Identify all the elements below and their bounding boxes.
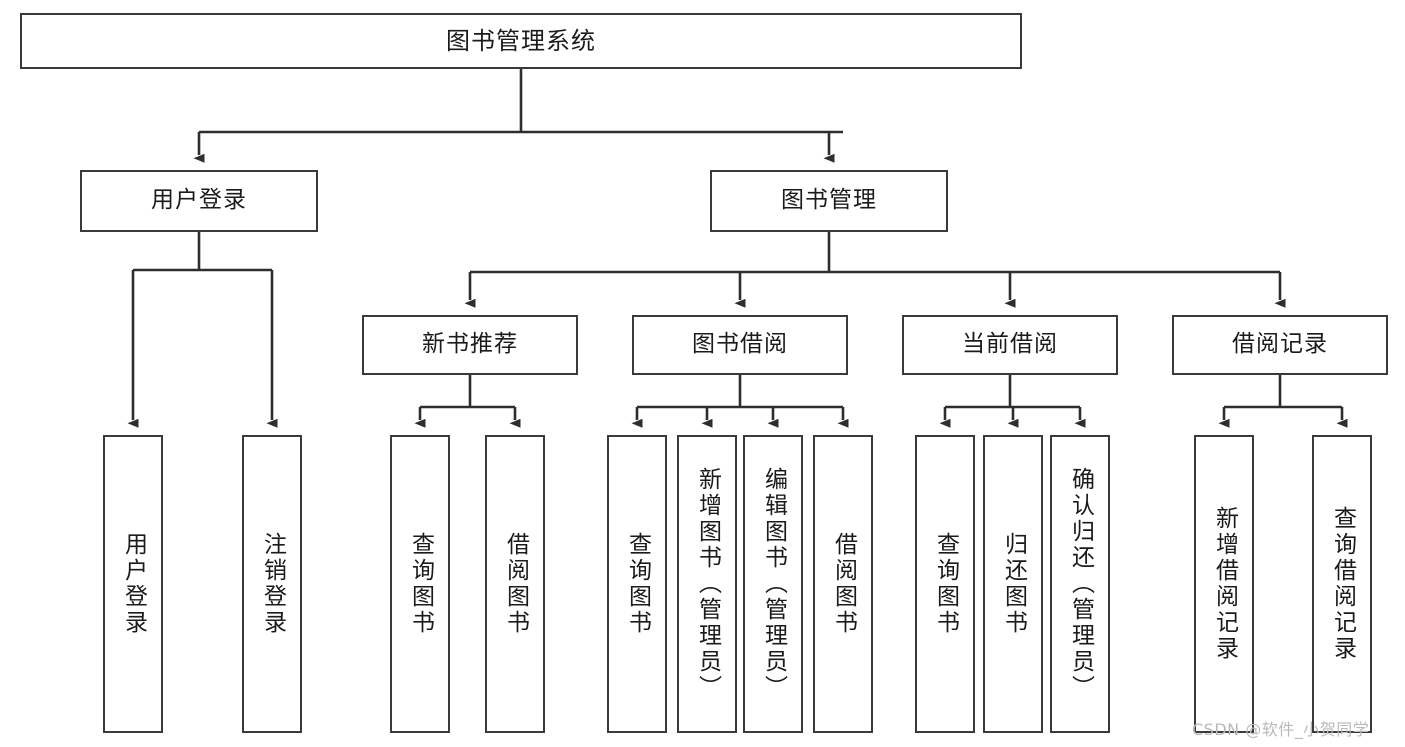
- node-new-book-recommend-label: 新书推荐: [422, 331, 518, 358]
- leaf-query-book-borrow-label: 查询图书: [624, 532, 651, 636]
- leaf-confirm-return-admin-label: 确认归还（管理员）: [1067, 467, 1094, 701]
- node-borrow-records[interactable]: 借阅记录: [1172, 315, 1388, 375]
- leaf-query-book-recommend[interactable]: 查询图书: [390, 435, 450, 733]
- node-user-login-label: 用户登录: [151, 187, 247, 214]
- node-root[interactable]: 图书管理系统: [20, 13, 1022, 69]
- leaf-edit-book-admin[interactable]: 编辑图书（管理员）: [743, 435, 803, 733]
- leaf-logout[interactable]: 注销登录: [242, 435, 302, 733]
- leaf-borrow-book-label: 借阅图书: [830, 532, 857, 636]
- node-book-management-label: 图书管理: [781, 187, 877, 214]
- leaf-query-book-recommend-label: 查询图书: [407, 532, 434, 636]
- leaf-query-book-current[interactable]: 查询图书: [915, 435, 975, 733]
- leaf-confirm-return-admin[interactable]: 确认归还（管理员）: [1050, 435, 1110, 733]
- node-user-login[interactable]: 用户登录: [80, 170, 318, 232]
- leaf-query-borrow-record[interactable]: 查询借阅记录: [1312, 435, 1372, 733]
- leaf-query-borrow-record-label: 查询借阅记录: [1329, 506, 1356, 662]
- leaf-return-book-label: 归还图书: [1000, 532, 1027, 636]
- leaf-add-borrow-record[interactable]: 新增借阅记录: [1194, 435, 1254, 733]
- node-borrow-records-label: 借阅记录: [1232, 331, 1328, 358]
- node-current-borrow-label: 当前借阅: [962, 331, 1058, 358]
- csdn-watermark: CSDN @软件_小贺同学: [1192, 720, 1370, 739]
- node-book-management[interactable]: 图书管理: [710, 170, 948, 232]
- node-current-borrow[interactable]: 当前借阅: [902, 315, 1118, 375]
- leaf-borrow-book-recommend-label: 借阅图书: [502, 532, 529, 636]
- node-new-book-recommend[interactable]: 新书推荐: [362, 315, 578, 375]
- leaf-user-login-label: 用户登录: [120, 532, 147, 636]
- node-book-borrow-label: 图书借阅: [692, 331, 788, 358]
- leaf-add-borrow-record-label: 新增借阅记录: [1211, 506, 1238, 662]
- leaf-return-book[interactable]: 归还图书: [983, 435, 1043, 733]
- leaf-borrow-book[interactable]: 借阅图书: [813, 435, 873, 733]
- leaf-user-login[interactable]: 用户登录: [103, 435, 163, 733]
- leaf-borrow-book-recommend[interactable]: 借阅图书: [485, 435, 545, 733]
- leaf-edit-book-admin-label: 编辑图书（管理员）: [760, 467, 787, 701]
- leaf-add-book-admin[interactable]: 新增图书（管理员）: [677, 435, 737, 733]
- leaf-add-book-admin-label: 新增图书（管理员）: [694, 467, 721, 701]
- node-root-label: 图书管理系统: [446, 26, 596, 55]
- node-book-borrow[interactable]: 图书借阅: [632, 315, 848, 375]
- leaf-query-book-current-label: 查询图书: [932, 532, 959, 636]
- leaf-query-book-borrow[interactable]: 查询图书: [607, 435, 667, 733]
- leaf-logout-label: 注销登录: [259, 532, 286, 636]
